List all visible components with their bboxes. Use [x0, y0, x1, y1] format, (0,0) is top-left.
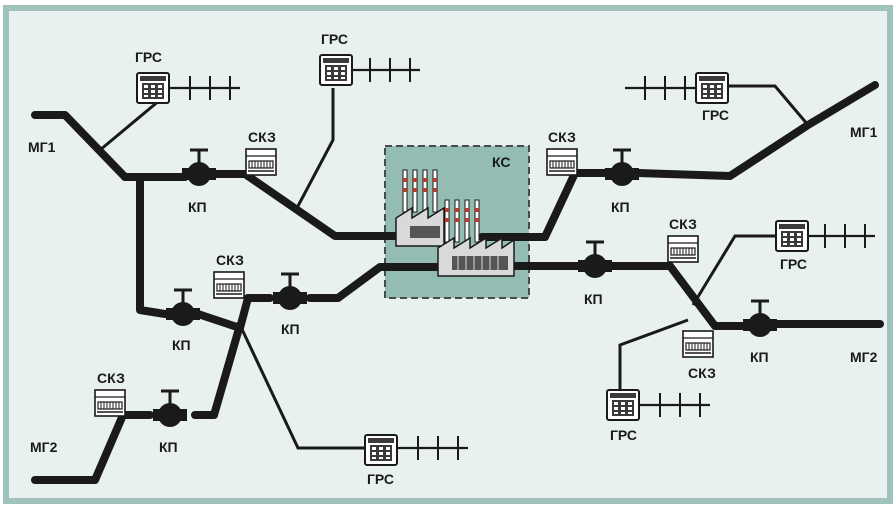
compressor-station-label: КС — [492, 154, 510, 170]
grs-label: ГРС — [321, 31, 348, 47]
grs-label: ГРС — [610, 427, 637, 443]
grs-label: ГРС — [135, 49, 162, 65]
grs-label: ГРС — [780, 256, 807, 272]
skz-label: СКЗ — [688, 365, 716, 381]
thin-branch-lines — [99, 84, 810, 450]
valve-label: КП — [611, 199, 630, 215]
valve-label: КП — [750, 349, 769, 365]
grs-label: ГРС — [367, 471, 394, 487]
skz-label: СКЗ — [548, 129, 576, 145]
gas-distribution-station-icon — [136, 72, 170, 104]
skz-label: СКЗ — [97, 370, 125, 386]
valve-label: КП — [584, 291, 603, 307]
cathodic-protection-icon — [213, 271, 245, 299]
gas-distribution-station-icon — [606, 389, 640, 421]
compressor-station-icon — [395, 169, 515, 277]
main-pipeline-label: МГ1 — [850, 124, 878, 140]
gas-distribution-station-icon — [695, 72, 729, 104]
cathodic-protection-icon — [682, 330, 714, 358]
cathodic-protection-icon — [667, 235, 699, 263]
gas-distribution-station-icon — [364, 434, 398, 466]
cathodic-protection-icon — [546, 148, 578, 176]
skz-label: СКЗ — [216, 252, 244, 268]
skz-label: СКЗ — [669, 216, 697, 232]
main-pipeline-label: МГ2 — [30, 439, 58, 455]
cathodic-protection-icon — [245, 148, 277, 176]
valve-label: КП — [159, 439, 178, 455]
main-pipeline-label: МГ2 — [850, 349, 878, 365]
gas-distribution-station-icon — [319, 54, 353, 86]
skz-label: СКЗ — [248, 129, 276, 145]
cathodic-protection-icon — [94, 389, 126, 417]
main-pipelines — [31, 81, 884, 484]
main-pipeline-label: МГ1 — [28, 139, 56, 155]
valve-label: КП — [188, 199, 207, 215]
gas-distribution-station-icon — [775, 220, 809, 252]
valve-label: КП — [281, 321, 300, 337]
valve-label: КП — [172, 337, 191, 353]
grs-label: ГРС — [702, 107, 729, 123]
